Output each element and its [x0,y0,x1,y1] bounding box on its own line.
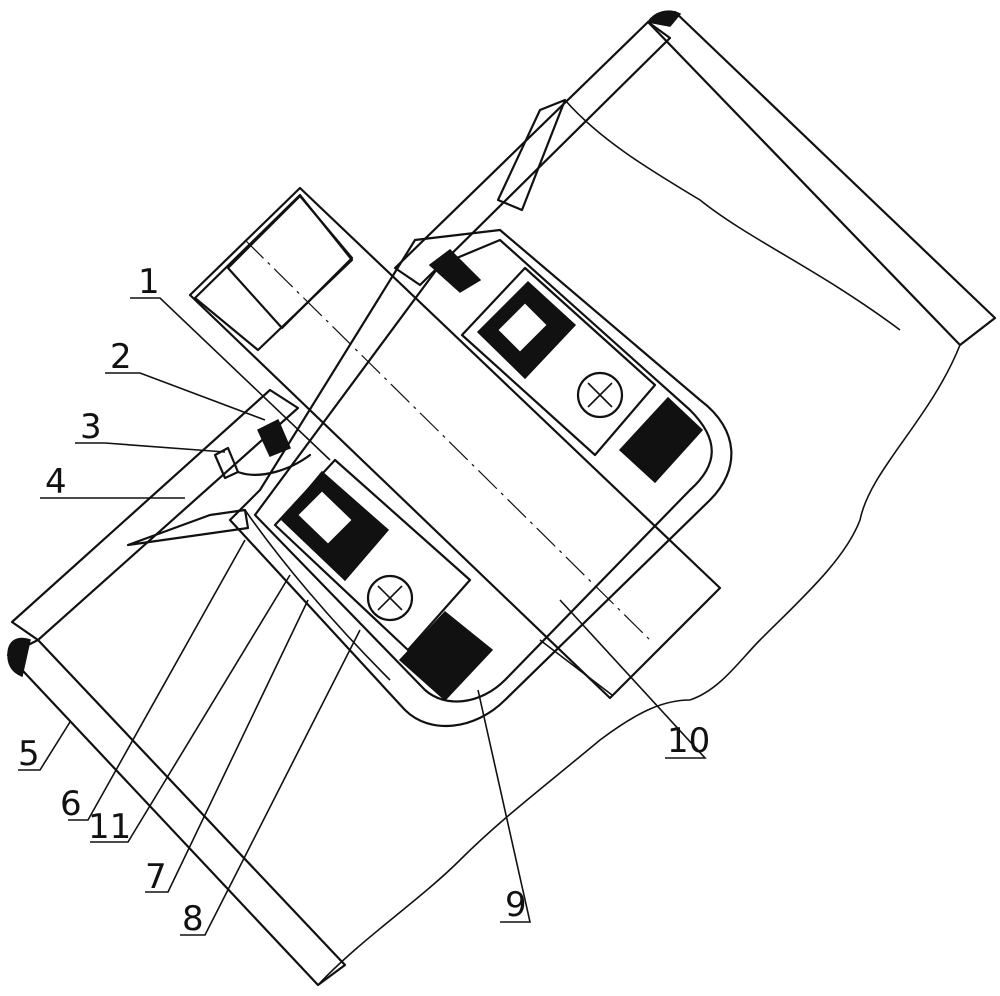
leader-2 [105,372,266,421]
label-10: 10 [667,721,710,761]
leader-1 [130,297,331,461]
label-9: 9 [505,885,527,925]
lower-bearing [257,418,494,702]
lower-ball [366,574,414,622]
leader-9 [477,689,531,923]
leader-5 [18,721,71,771]
leader-6 [68,539,246,821]
upper-cap-seal [646,10,682,27]
label-8: 8 [182,899,204,939]
shaft [188,186,722,700]
label-6: 6 [60,784,82,824]
part-labels: 1 2 3 4 5 6 11 7 8 9 10 [18,262,710,939]
label-2: 2 [110,337,132,377]
label-5: 5 [18,734,40,774]
leader-3 [75,442,226,453]
label-3: 3 [80,407,102,447]
label-1: 1 [138,262,160,302]
upper-bearing [428,249,704,484]
leader-lines [18,297,707,936]
leader-11 [90,574,291,843]
lower-cap-seal [7,637,31,678]
seal-lip [213,446,240,480]
leader-8 [180,629,361,936]
bearing-seat [228,228,733,728]
label-7: 7 [145,857,167,897]
upper-ball [576,371,624,419]
leader-7 [145,599,309,893]
leader-10 [559,599,707,759]
label-4: 4 [45,462,67,502]
label-11: 11 [88,807,131,847]
seal-curve [236,453,312,476]
